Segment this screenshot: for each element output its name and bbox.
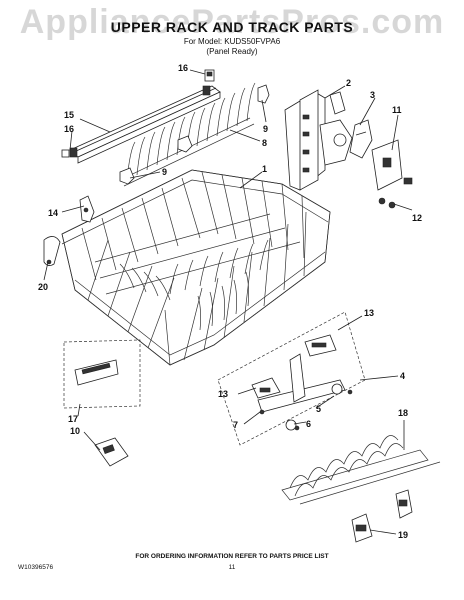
watermark: AppliancePartsPros.com xyxy=(19,3,445,41)
callout-11: 11 xyxy=(392,105,402,115)
callout-3: 3 xyxy=(370,90,375,100)
upper-rack-part-1 xyxy=(61,169,331,366)
clip-part-19 xyxy=(351,489,413,543)
diagram-title: UPPER RACK AND TRACK PARTS xyxy=(110,19,354,35)
positioner-part-10 xyxy=(94,437,129,467)
screw-part-12 xyxy=(378,197,396,209)
callout-19: 19 xyxy=(398,530,408,540)
callout-2: 2 xyxy=(346,78,351,88)
callout-16-top: 16 xyxy=(178,63,188,73)
callout-9-lower: 9 xyxy=(162,167,167,177)
tine-rack-part-18 xyxy=(281,435,441,505)
track-part-2 xyxy=(284,89,353,191)
clip-part-16-top xyxy=(204,69,215,82)
callout-12: 12 xyxy=(412,213,422,223)
document-number: W10396576 xyxy=(18,564,54,571)
model-line: For Model: KUDS50FVPA6 xyxy=(183,37,281,46)
callout-5: 5 xyxy=(316,404,321,414)
callout-14: 14 xyxy=(48,208,58,218)
callout-16-left: 16 xyxy=(64,124,74,134)
callout-4: 4 xyxy=(400,371,405,381)
callout-10: 10 xyxy=(70,426,80,436)
callout-13-right: 13 xyxy=(364,308,374,318)
adjuster-kit-part-17 xyxy=(63,339,141,409)
callout-15: 15 xyxy=(64,110,74,120)
panel-line: (Panel Ready) xyxy=(206,47,258,56)
ordering-note: FOR ORDERING INFORMATION REFER TO PARTS … xyxy=(135,553,329,560)
callout-17: 17 xyxy=(68,414,78,424)
callout-13-left: 13 xyxy=(218,389,228,399)
callout-labels: 16 2 15 16 3 9 11 8 1 9 14 12 20 13 4 13… xyxy=(38,63,422,540)
handle-part-14 xyxy=(79,195,95,223)
callout-1: 1 xyxy=(262,164,267,174)
page-number: 11 xyxy=(228,564,236,571)
callout-6: 6 xyxy=(306,419,311,429)
callout-8: 8 xyxy=(262,138,267,148)
callout-18: 18 xyxy=(398,408,408,418)
callout-20: 20 xyxy=(38,282,48,292)
clip-part-20 xyxy=(43,236,61,266)
callout-7: 7 xyxy=(233,420,238,430)
stop-part-3 xyxy=(349,119,373,159)
clip-part-9-upper xyxy=(119,84,270,185)
rack-adjuster-part-4 xyxy=(217,311,366,446)
rail-part-15 xyxy=(61,85,221,164)
leader-lines xyxy=(43,69,413,535)
callout-9-upper: 9 xyxy=(263,124,268,134)
cover-part-11 xyxy=(371,139,413,191)
